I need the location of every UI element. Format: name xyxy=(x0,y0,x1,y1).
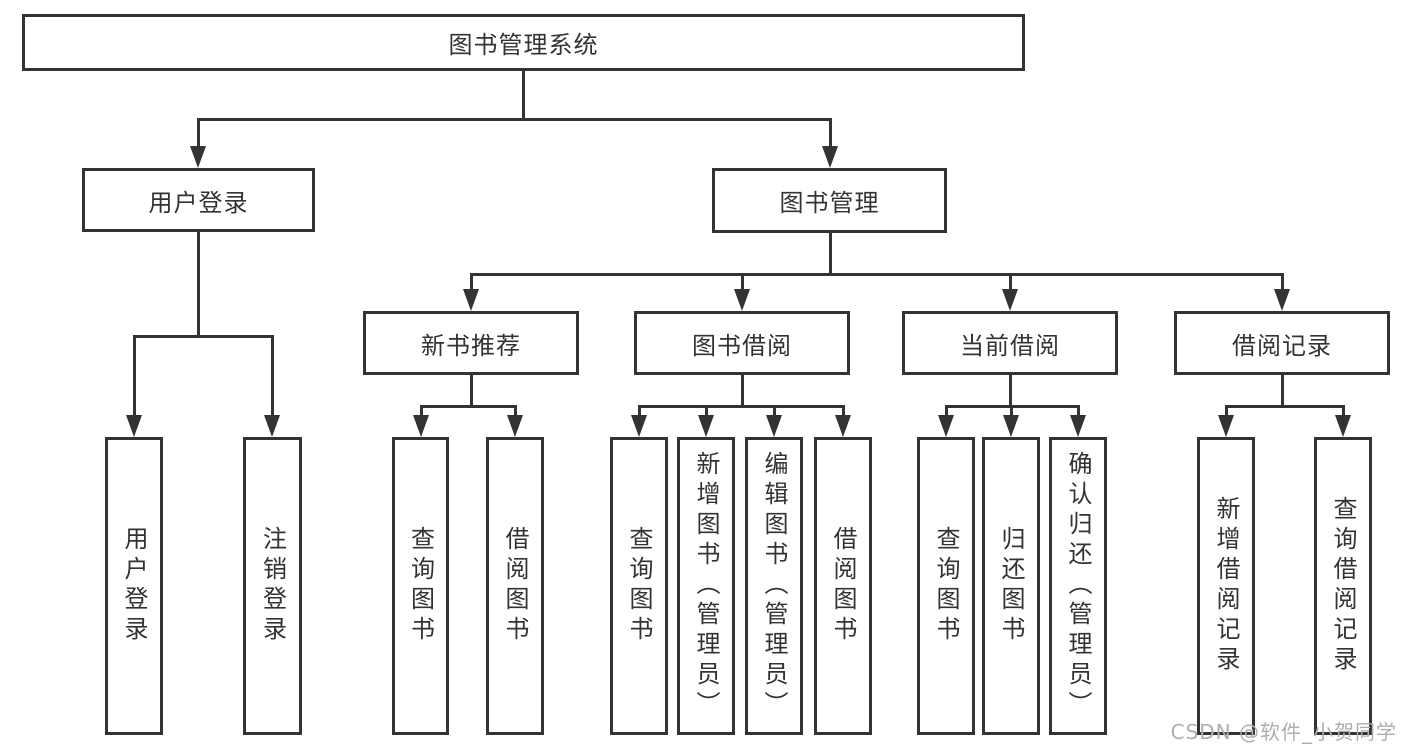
connector-user-login-drop xyxy=(270,335,274,417)
arrowhead-down xyxy=(734,289,750,311)
node-library-system-label: 图书管理系统 xyxy=(448,31,599,59)
arrowhead-down xyxy=(126,415,142,437)
connector-user-login-drop xyxy=(132,335,136,417)
leaf-query-books-borrowing-label: 查询图书 xyxy=(625,526,653,646)
connector-book-management-rail xyxy=(469,273,1284,276)
node-book-management: 图书管理 xyxy=(712,168,947,233)
arrowhead-down xyxy=(698,415,714,437)
connector-current-borrowing-stem xyxy=(1008,375,1012,408)
arrowhead-down xyxy=(835,415,851,437)
leaf-query-borrow-record-label: 查询借阅记录 xyxy=(1329,496,1357,676)
leaf-confirm-return-admin: 确认归还（管理员） xyxy=(1049,437,1107,735)
arrowhead-down xyxy=(463,289,479,311)
leaf-query-books-recommend: 查询图书 xyxy=(392,437,449,735)
node-user-login-label: 用户登录 xyxy=(148,188,249,217)
connector-book-management-drop xyxy=(1280,273,1284,291)
leaf-query-books-current: 查询图书 xyxy=(917,437,975,735)
connector-current-borrowing-drop xyxy=(1076,405,1080,417)
connector-book-management-drop xyxy=(1008,273,1012,291)
connector-book-borrowing-stem xyxy=(740,375,744,408)
arrowhead-down xyxy=(264,415,280,437)
csdn-watermark: CSDN @软件_小贺同学 xyxy=(1170,720,1397,744)
arrowhead-down xyxy=(190,146,206,168)
arrowhead-down xyxy=(1070,415,1086,437)
connector-book-borrowing-drop xyxy=(637,405,641,417)
leaf-borrow-books-borrowing-label: 借阅图书 xyxy=(829,526,857,646)
connector-borrowing-records-drop xyxy=(1224,405,1228,417)
arrowhead-down xyxy=(413,415,429,437)
leaf-edit-books-admin-label: 编辑图书（管理员） xyxy=(760,451,788,721)
arrowhead-down xyxy=(1002,289,1018,311)
leaf-query-borrow-record: 查询借阅记录 xyxy=(1314,437,1372,735)
node-new-book-recommendation: 新书推荐 xyxy=(363,311,579,375)
connector-book-borrowing-drop xyxy=(841,405,845,417)
node-current-borrowing-label: 当前借阅 xyxy=(960,331,1060,360)
arrowhead-down xyxy=(822,146,838,168)
connector-root-drop xyxy=(196,118,200,148)
leaf-query-books-current-label: 查询图书 xyxy=(932,526,960,646)
leaf-return-books: 归还图书 xyxy=(982,437,1040,735)
connector-borrowing-records-stem xyxy=(1280,375,1284,408)
arrowhead-down xyxy=(1003,415,1019,437)
arrowhead-down xyxy=(938,415,954,437)
arrowhead-down xyxy=(766,415,782,437)
arrowhead-down xyxy=(1335,415,1351,437)
node-current-borrowing: 当前借阅 xyxy=(902,311,1118,375)
node-book-borrowing: 图书借阅 xyxy=(634,311,850,375)
leaf-edit-books-admin: 编辑图书（管理员） xyxy=(745,437,803,735)
leaf-add-books-admin-label: 新增图书（管理员） xyxy=(692,451,720,721)
connector-new-book-rec-rail xyxy=(419,405,517,408)
connector-new-book-rec-drop xyxy=(419,405,423,417)
connector-user-login-stem xyxy=(196,232,200,338)
connector-root-drop xyxy=(828,118,832,148)
leaf-add-borrow-record-label: 新增借阅记录 xyxy=(1212,496,1240,676)
node-library-system: 图书管理系统 xyxy=(22,14,1025,71)
connector-book-management-stem xyxy=(828,233,832,276)
leaf-borrow-books-recommend: 借阅图书 xyxy=(486,437,544,735)
connector-current-borrowing-drop xyxy=(1009,405,1013,417)
node-book-management-label: 图书管理 xyxy=(779,189,880,217)
connector-borrowing-records-rail xyxy=(1224,405,1345,408)
connector-book-borrowing-rail xyxy=(637,405,845,408)
arrowhead-down xyxy=(507,415,523,437)
leaf-add-books-admin: 新增图书（管理员） xyxy=(677,437,735,735)
node-borrowing-records-label: 借阅记录 xyxy=(1232,331,1332,360)
connector-user-login-rail xyxy=(132,335,274,338)
connector-borrowing-records-drop xyxy=(1341,405,1345,417)
connector-root-stem xyxy=(521,71,525,121)
node-borrowing-records: 借阅记录 xyxy=(1174,311,1390,375)
connector-book-borrowing-drop xyxy=(772,405,776,417)
leaf-logout-login: 注销登录 xyxy=(243,437,302,735)
connector-book-borrowing-drop xyxy=(704,405,708,417)
leaf-query-books-borrowing: 查询图书 xyxy=(610,437,668,735)
connector-book-management-drop xyxy=(740,273,744,291)
connector-root-rail xyxy=(196,118,832,121)
leaf-user-login: 用户登录 xyxy=(105,437,163,735)
connector-new-book-rec-drop xyxy=(513,405,517,417)
connector-current-borrowing-drop xyxy=(944,405,948,417)
leaf-borrow-books-borrowing: 借阅图书 xyxy=(814,437,872,735)
node-book-borrowing-label: 图书借阅 xyxy=(692,331,792,360)
node-new-book-recommendation-label: 新书推荐 xyxy=(421,331,521,360)
leaf-query-books-recommend-label: 查询图书 xyxy=(406,526,435,646)
leaf-confirm-return-admin-label: 确认归还（管理员） xyxy=(1064,451,1092,721)
arrowhead-down xyxy=(1274,289,1290,311)
leaf-borrow-books-recommend-label: 借阅图书 xyxy=(501,526,529,646)
leaf-user-login-label: 用户登录 xyxy=(120,526,148,646)
leaf-add-borrow-record: 新增借阅记录 xyxy=(1197,437,1255,735)
arrowhead-down xyxy=(631,415,647,437)
connector-book-management-drop xyxy=(469,273,473,291)
node-user-login: 用户登录 xyxy=(82,168,315,232)
arrowhead-down xyxy=(1218,415,1234,437)
leaf-return-books-label: 归还图书 xyxy=(997,526,1025,646)
leaf-logout-login-label: 注销登录 xyxy=(258,526,287,646)
connector-new-book-rec-stem xyxy=(469,375,473,408)
